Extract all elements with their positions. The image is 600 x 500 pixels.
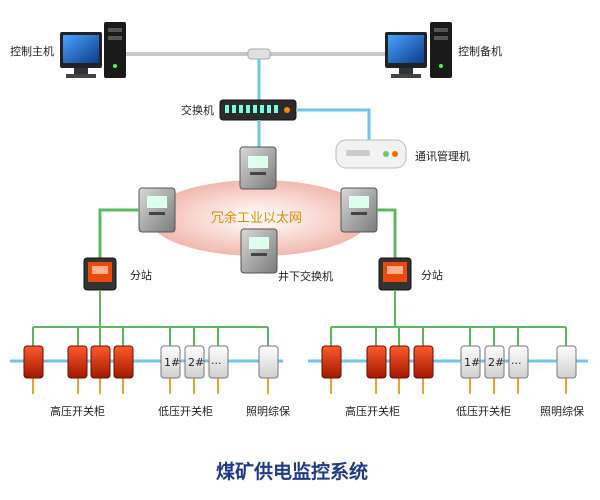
ring-device-bottom: [240, 228, 278, 274]
substation-right-label: 分站: [421, 268, 443, 282]
lv-cabinet-right-2: [484, 345, 505, 379]
control-backup-computer: [385, 22, 452, 78]
comm-manager-label: 通讯管理机: [415, 149, 470, 163]
lv-cabinet-left-1: [160, 345, 181, 379]
ring-device-top: [239, 146, 277, 190]
substation-left-label: 分站: [130, 268, 152, 282]
link-switch-comm: [296, 108, 371, 140]
lv-cabinet-left-2-label: 2#: [188, 356, 204, 369]
ring-device-right: [340, 187, 378, 233]
control-host-computer: [60, 22, 126, 78]
link-ring-substation-right: [377, 208, 397, 258]
control-backup-label: 控制备机: [458, 44, 502, 58]
lv-left-label: 低压开关柜: [158, 404, 213, 418]
substation-left-device: [83, 257, 117, 291]
lighting-left-label: 照明综保: [246, 404, 290, 418]
substation-right-device: [378, 257, 412, 291]
hv-right-label: 高压开关柜: [345, 404, 400, 418]
underground-switch-label: 井下交换机: [278, 269, 333, 283]
lv-right-label: 低压开关柜: [456, 404, 511, 418]
lighting-protector-right: [556, 345, 577, 379]
ring-device-left: [138, 187, 176, 233]
bus-coupler: [247, 48, 271, 60]
lv-cabinet-left-1-label: 1#: [164, 356, 180, 369]
switch-label: 交换机: [181, 103, 214, 117]
right-cabinet-group: [308, 326, 588, 394]
link-ring-substation-left: [98, 208, 139, 258]
lv-cabinet-right-1: [460, 345, 481, 379]
lv-cabinet-right-3-label: ...: [511, 354, 522, 367]
control-host-label: 控制主机: [10, 44, 54, 58]
lighting-right-label: 照明综保: [540, 404, 584, 418]
diagram-title: 煤矿供电监控系统: [216, 460, 368, 483]
ethernet-ring: [149, 180, 369, 256]
lv-cabinet-left-2: [184, 345, 205, 379]
lv-cabinet-right-3: [508, 345, 529, 379]
ring-label: 冗余工业以太网: [211, 210, 302, 226]
lv-cabinet-right-1-label: 1#: [464, 356, 480, 369]
hv-left-label: 高压开关柜: [50, 404, 105, 418]
comm-manager-device: [335, 139, 407, 169]
left-cabinet-group: [10, 326, 283, 394]
lv-cabinet-left-3-label: ...: [211, 354, 222, 367]
lv-cabinet-left-3: [208, 345, 229, 379]
lv-cabinet-right-2-label: 2#: [488, 356, 504, 369]
lighting-protector-left: [258, 345, 279, 379]
switch-device: [219, 99, 297, 121]
